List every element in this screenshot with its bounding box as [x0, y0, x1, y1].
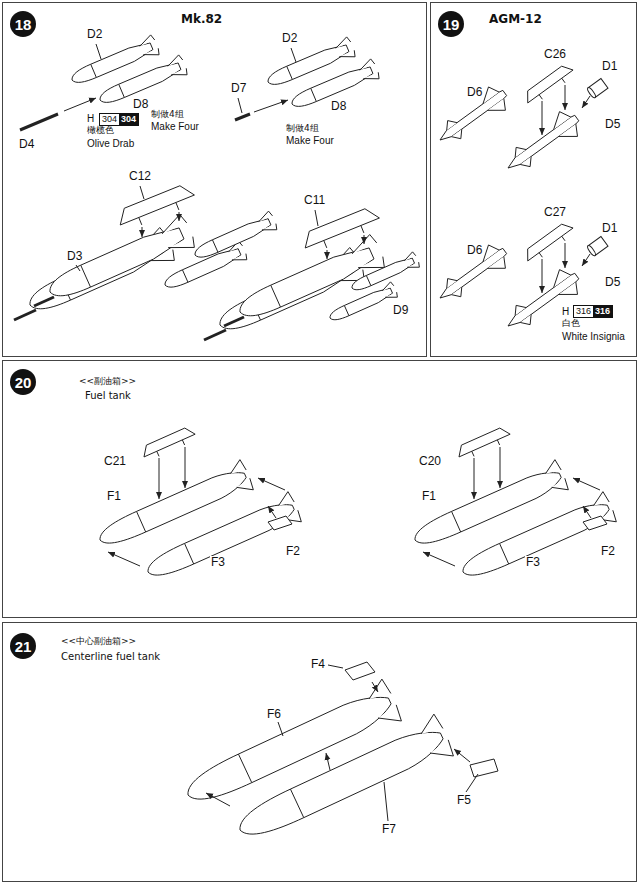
part-number: D6	[466, 244, 483, 257]
paint-name-cn: 橄榄色	[86, 126, 115, 136]
step-panel: AGM-12 19 316316	[430, 2, 637, 357]
step-panel: <<副油箱>> Fuel tank 20	[2, 360, 637, 618]
part-number: D5	[604, 276, 621, 289]
part-number: F2	[285, 545, 301, 558]
step-number: 20	[15, 375, 32, 390]
part-number: F3	[210, 556, 226, 569]
paint-name-cn: 白色	[561, 319, 581, 329]
agm12-parts	[432, 62, 608, 338]
part-number: D1	[601, 60, 618, 73]
part-number: D8	[330, 100, 347, 113]
note-text: Make Four	[285, 135, 335, 146]
part-number: F4	[310, 658, 326, 671]
paint-name: White Insignia	[561, 331, 626, 342]
panel-title: Fuel tank	[85, 390, 131, 401]
paint-code: 304	[119, 114, 138, 125]
paint-code-box: 304304	[99, 113, 139, 126]
fuel-tank-parts	[93, 425, 617, 587]
step-number: 19	[443, 17, 460, 32]
paint-name: Olive Drab	[86, 138, 135, 149]
paint-code-box: 316316	[573, 305, 613, 318]
part-number: F2	[600, 545, 616, 558]
note-text: Make Four	[150, 121, 200, 132]
part-number: D5	[604, 118, 621, 131]
part-number: D9	[392, 304, 409, 317]
part-number: F3	[525, 556, 541, 569]
step-number-circle: 20	[10, 369, 36, 395]
part-number: C21	[103, 455, 127, 468]
panel-title: AGM-12	[489, 13, 542, 26]
part-number: C12	[128, 170, 152, 183]
paint-code-letter: H	[561, 306, 570, 317]
part-number: D7	[230, 82, 247, 95]
part-number: F5	[456, 794, 472, 807]
mk82-parts	[20, 34, 381, 130]
paint-code: 316	[593, 306, 612, 317]
paint-code-letter: H	[86, 113, 95, 124]
panel-title: Centerline fuel tank	[61, 651, 160, 662]
step-number: 21	[15, 639, 32, 654]
step-number-circle: 19	[438, 11, 464, 37]
part-number: D1	[601, 222, 618, 235]
paint-code: 316	[574, 306, 593, 317]
step-panel: Mk.82 18 304304	[2, 2, 427, 357]
part-number: C20	[418, 455, 442, 468]
note-text-cn: 制做4组	[150, 110, 185, 120]
part-number: D8	[132, 98, 149, 111]
step-number-circle: 21	[10, 633, 36, 659]
part-number: D3	[66, 250, 83, 263]
panel-title: Mk.82	[181, 13, 222, 26]
step-number: 18	[15, 17, 32, 32]
part-number: F1	[106, 490, 122, 503]
part-number: D2	[281, 32, 298, 45]
part-number: D6	[466, 86, 483, 99]
mk82-rack-assembly	[14, 182, 421, 341]
panel-title: <<副油箱>>	[79, 377, 136, 387]
part-number: C11	[303, 194, 326, 207]
centerline-tank-parts	[178, 662, 498, 851]
step-number-circle: 18	[10, 11, 36, 37]
part-number: F7	[381, 823, 397, 836]
panel-title: <<中心副油箱>>	[61, 637, 136, 647]
part-number: C26	[543, 48, 567, 61]
paint-code: 304	[100, 114, 119, 125]
part-number: C27	[543, 206, 567, 219]
part-number: D4	[18, 138, 35, 151]
part-number: F6	[266, 708, 282, 721]
part-number: F1	[421, 490, 437, 503]
part-number: D2	[86, 28, 103, 41]
note-text-cn: 制做4组	[285, 124, 320, 134]
